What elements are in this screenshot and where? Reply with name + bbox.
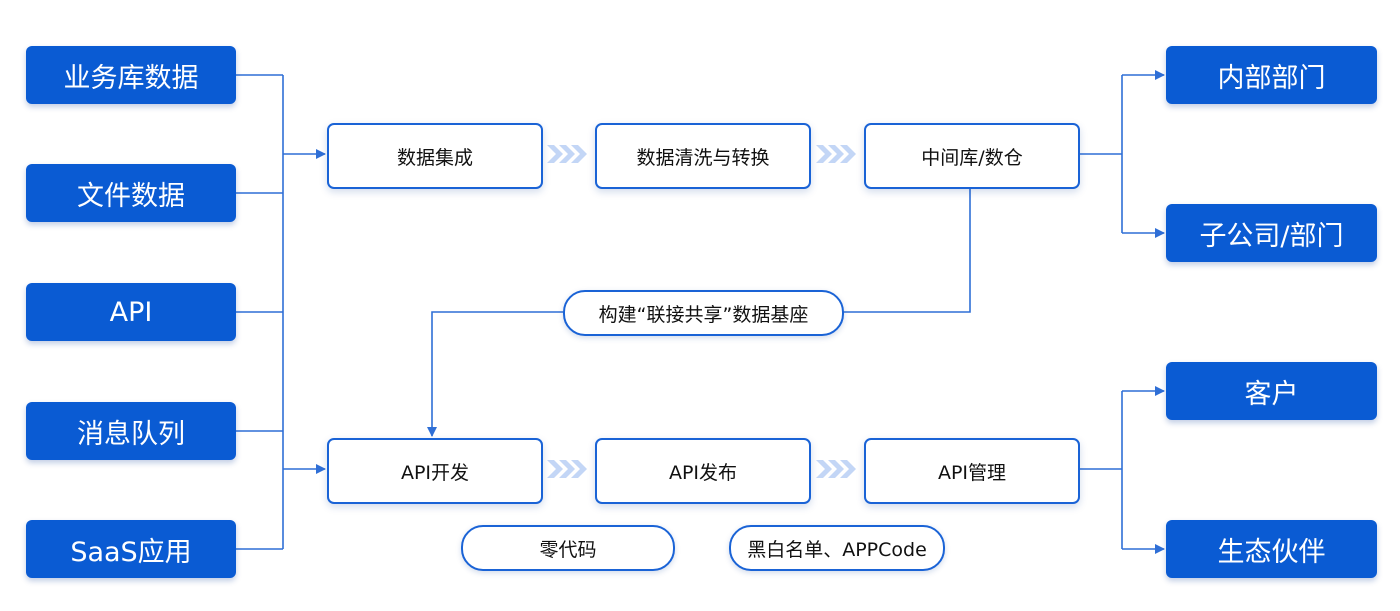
- chevron-arrow-icon: [547, 460, 587, 478]
- target-subsidiaries: 子公司/部门: [1166, 204, 1377, 262]
- source-file-data: 文件数据: [26, 164, 236, 222]
- process-data-cleansing: 数据清洗与转换: [595, 123, 811, 189]
- label-to-api-dev: [427, 311, 563, 437]
- target-customers: 客户: [1166, 362, 1377, 420]
- target-internal-departments: 内部部门: [1166, 46, 1377, 104]
- process-data-integration: 数据集成: [327, 123, 543, 189]
- center-label: 构建“联接共享”数据基座: [563, 290, 844, 336]
- source-business-db: 业务库数据: [26, 46, 236, 104]
- target-ecosystem-partners: 生态伙伴: [1166, 520, 1377, 578]
- process-api-publish: API发布: [595, 438, 811, 504]
- warehouse-down-line: [842, 186, 971, 313]
- source-saas-app: SaaS应用: [26, 520, 236, 578]
- process-api-development: API开发: [327, 438, 543, 504]
- chevron-arrow-icon: [547, 145, 587, 163]
- source-api: API: [26, 283, 236, 341]
- process-api-management: API管理: [864, 438, 1080, 504]
- chevron-arrow-icon: [816, 460, 856, 478]
- chevron-arrow-icon: [816, 145, 856, 163]
- feature-whitelist-appcode: 黑白名单、APPCode: [729, 525, 945, 571]
- feature-no-code: 零代码: [461, 525, 675, 571]
- source-message-queue: 消息队列: [26, 402, 236, 460]
- process-data-warehouse: 中间库/数仓: [864, 123, 1080, 189]
